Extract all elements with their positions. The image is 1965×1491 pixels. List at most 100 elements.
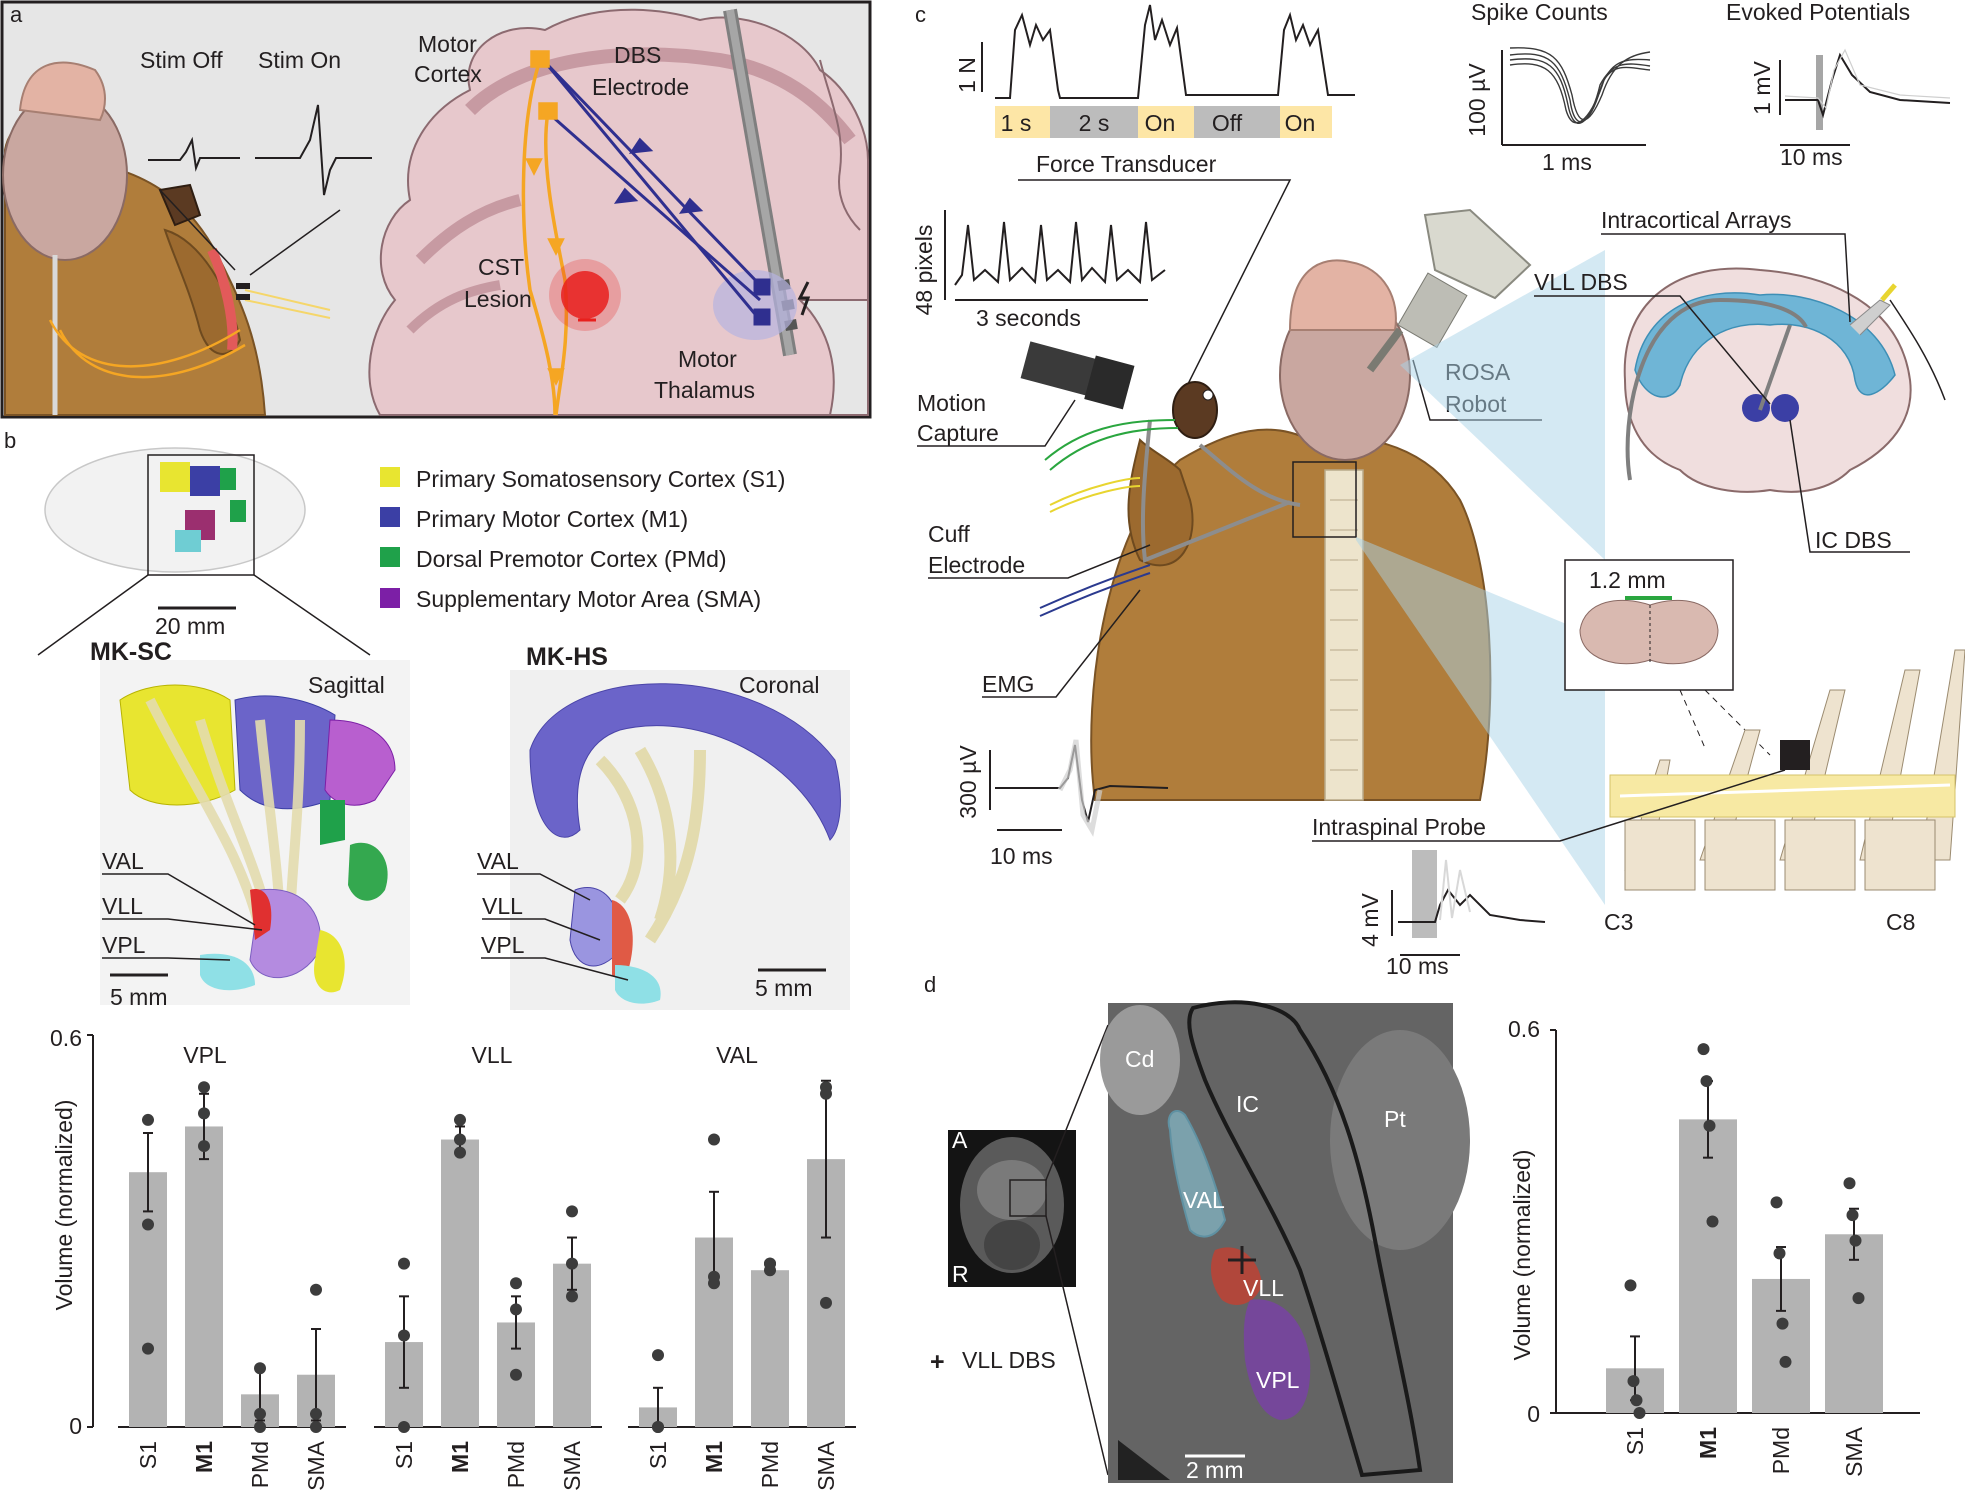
projection-wedge-lower — [1356, 537, 1605, 905]
chart-b-ylabel: Volume (normalized) — [51, 1100, 77, 1311]
sagittal-vll-label: VLL — [102, 893, 143, 919]
motor-cortex-label-2: Cortex — [414, 61, 482, 87]
panel-a: a — [0, 0, 872, 419]
sagittal-rendering — [100, 660, 410, 1005]
chart-b-vll-point-s1 — [398, 1257, 410, 1270]
panel-b-bar-chart: Volume (normalized) 0.6 0 VPL VLL VAL S1… — [50, 1025, 856, 1491]
vll-dbs-label: VLL DBS — [1534, 269, 1628, 295]
chart-b-vpl-point-pmd — [254, 1362, 266, 1375]
panel-b: b 20 mm Primary Somatosensory Cortex (S1… — [4, 428, 850, 1010]
panel-c: c 1 N 1 s 2 s On Off On Force Transducer… — [911, 0, 1965, 979]
motion-capture-label-1: Motion — [917, 390, 986, 416]
motion-yscale-label: 48 pixels — [911, 225, 937, 316]
chart-d-bar-sma — [1825, 1234, 1883, 1413]
chart-d-point-s1 — [1633, 1407, 1646, 1419]
chart-d-xtick-pmd: PMd — [1768, 1427, 1794, 1474]
chart-b-vpl-point-m1 — [198, 1081, 210, 1094]
chart-d-point-m1 — [1700, 1075, 1713, 1088]
evoked-trace — [1785, 52, 1951, 119]
rosa-robot-illustration — [1366, 208, 1532, 373]
region-pt-label: Pt — [1384, 1106, 1406, 1132]
chart-b-ytick-top: 0.6 — [50, 1025, 82, 1051]
chart-b-vll-point-pmd — [510, 1368, 522, 1381]
camera-icon — [1020, 341, 1135, 410]
timing-seg-4 — [1194, 106, 1280, 138]
timing-bar: 1 s 2 s On Off On — [995, 106, 1332, 138]
projection-wedge-upper — [1400, 250, 1605, 560]
region-vpl-label: VPL — [1256, 1367, 1300, 1393]
stim-on-label: Stim On — [258, 47, 341, 73]
chart-b-val-point-s1 — [652, 1349, 664, 1362]
motor-thalamus-label-2: Thalamus — [654, 377, 755, 403]
motor-thalamus-label-1: Motor — [678, 346, 737, 372]
spike-counts-title: Spike Counts — [1471, 0, 1608, 25]
spike-yscale-label: 100 µV — [1464, 63, 1490, 137]
cst-lesion-label-2: Lesion — [464, 286, 532, 312]
force-transducer-label: Force Transducer — [1036, 151, 1217, 177]
chart-b-vll-xtick-m1: M1 — [447, 1441, 473, 1473]
timing-seg-5 — [1280, 106, 1332, 138]
chart-b-vpl-point-s1 — [142, 1342, 154, 1355]
motion-capture-label-2: Capture — [917, 420, 999, 446]
legend-swatch-sma — [380, 588, 400, 608]
level-c3-label: C3 — [1604, 909, 1633, 935]
intraspinal-yscale-label: 4 mV — [1357, 893, 1383, 947]
timing-label-1: 1 s — [1001, 110, 1032, 136]
chart-b-vpl-xtick-m1: M1 — [191, 1441, 217, 1473]
chart-b-vpl-xtick-pmd: PMd — [247, 1441, 273, 1488]
thalamocortical-pathway — [543, 60, 771, 326]
stim-artifact-window — [1412, 850, 1437, 938]
chart-b-vpl-xtick-s1: S1 — [135, 1441, 161, 1469]
chart-b-vll-point-pmd — [510, 1277, 522, 1290]
coronal-brain-section — [1623, 267, 1946, 493]
vll-dbs-plus-icon: + — [930, 1348, 945, 1376]
region-vll-label: VLL — [1243, 1275, 1284, 1301]
motor-cortex-label-1: Motor — [418, 31, 477, 57]
region-ic-label: IC — [1236, 1091, 1259, 1117]
chart-b-val-xtick-m1: M1 — [701, 1441, 727, 1473]
coronal-subject-label: MK-HS — [526, 643, 608, 671]
motion-xscale-label: 3 seconds — [976, 305, 1081, 331]
zoom-box — [147, 454, 255, 576]
mri-thumbnail: A R — [948, 1127, 1076, 1287]
chart-b-vpl-point-sma — [310, 1421, 322, 1433]
chart-b-vpl-point-m1 — [198, 1107, 210, 1120]
coronal-vpl-label: VPL — [481, 932, 525, 958]
chart-b-group-title-vll: VLL — [472, 1042, 513, 1068]
chart-d-point-sma — [1846, 1209, 1859, 1222]
chart-b-vpl-point-m1 — [198, 1140, 210, 1153]
emg-label: EMG — [982, 671, 1034, 697]
timing-seg-3 — [1138, 106, 1194, 138]
ic-dbs-label: IC DBS — [1815, 527, 1892, 553]
evoked-potentials-title: Evoked Potentials — [1726, 0, 1910, 25]
scale-20mm-label: 20 mm — [155, 613, 225, 639]
chart-d-point-s1 — [1630, 1394, 1643, 1407]
chart-b-val-xtick-pmd: PMd — [757, 1441, 783, 1488]
stim-off-label: Stim Off — [140, 47, 223, 73]
chart-d-point-s1 — [1627, 1375, 1640, 1388]
chart-b-vpl-point-sma — [310, 1407, 322, 1420]
spine-illustration — [1324, 469, 1364, 801]
chart-d-point-pmd — [1770, 1196, 1783, 1209]
chart-b-vpl-point-sma — [310, 1283, 322, 1296]
sagittal-vpl-label: VPL — [102, 932, 146, 958]
chart-d-point-pmd — [1776, 1317, 1789, 1330]
chart-d-xtick-sma: SMA — [1841, 1426, 1867, 1477]
lightning-icon — [797, 281, 811, 316]
chart-b-val-point-sma — [820, 1296, 832, 1309]
panel-b-letter: b — [4, 428, 16, 453]
chart-b-val-bar-pmd — [751, 1270, 789, 1427]
chart-b-val-point-s1 — [652, 1421, 664, 1433]
chart-b-vpl-point-pmd — [254, 1421, 266, 1433]
chart-d-ytick-bottom: 0 — [1527, 1401, 1540, 1427]
legend-swatch-m1 — [380, 507, 400, 527]
timing-label-3: On — [1145, 110, 1176, 136]
vll-dbs-marker-label: VLL DBS — [962, 1347, 1056, 1373]
chart-d-xtick-m1: M1 — [1695, 1427, 1721, 1459]
chart-d-point-s1 — [1624, 1279, 1637, 1292]
chart-d-point-m1 — [1706, 1215, 1719, 1228]
coronal-rendering — [510, 670, 850, 1010]
chart-b-val-xtick-s1: S1 — [645, 1441, 671, 1469]
